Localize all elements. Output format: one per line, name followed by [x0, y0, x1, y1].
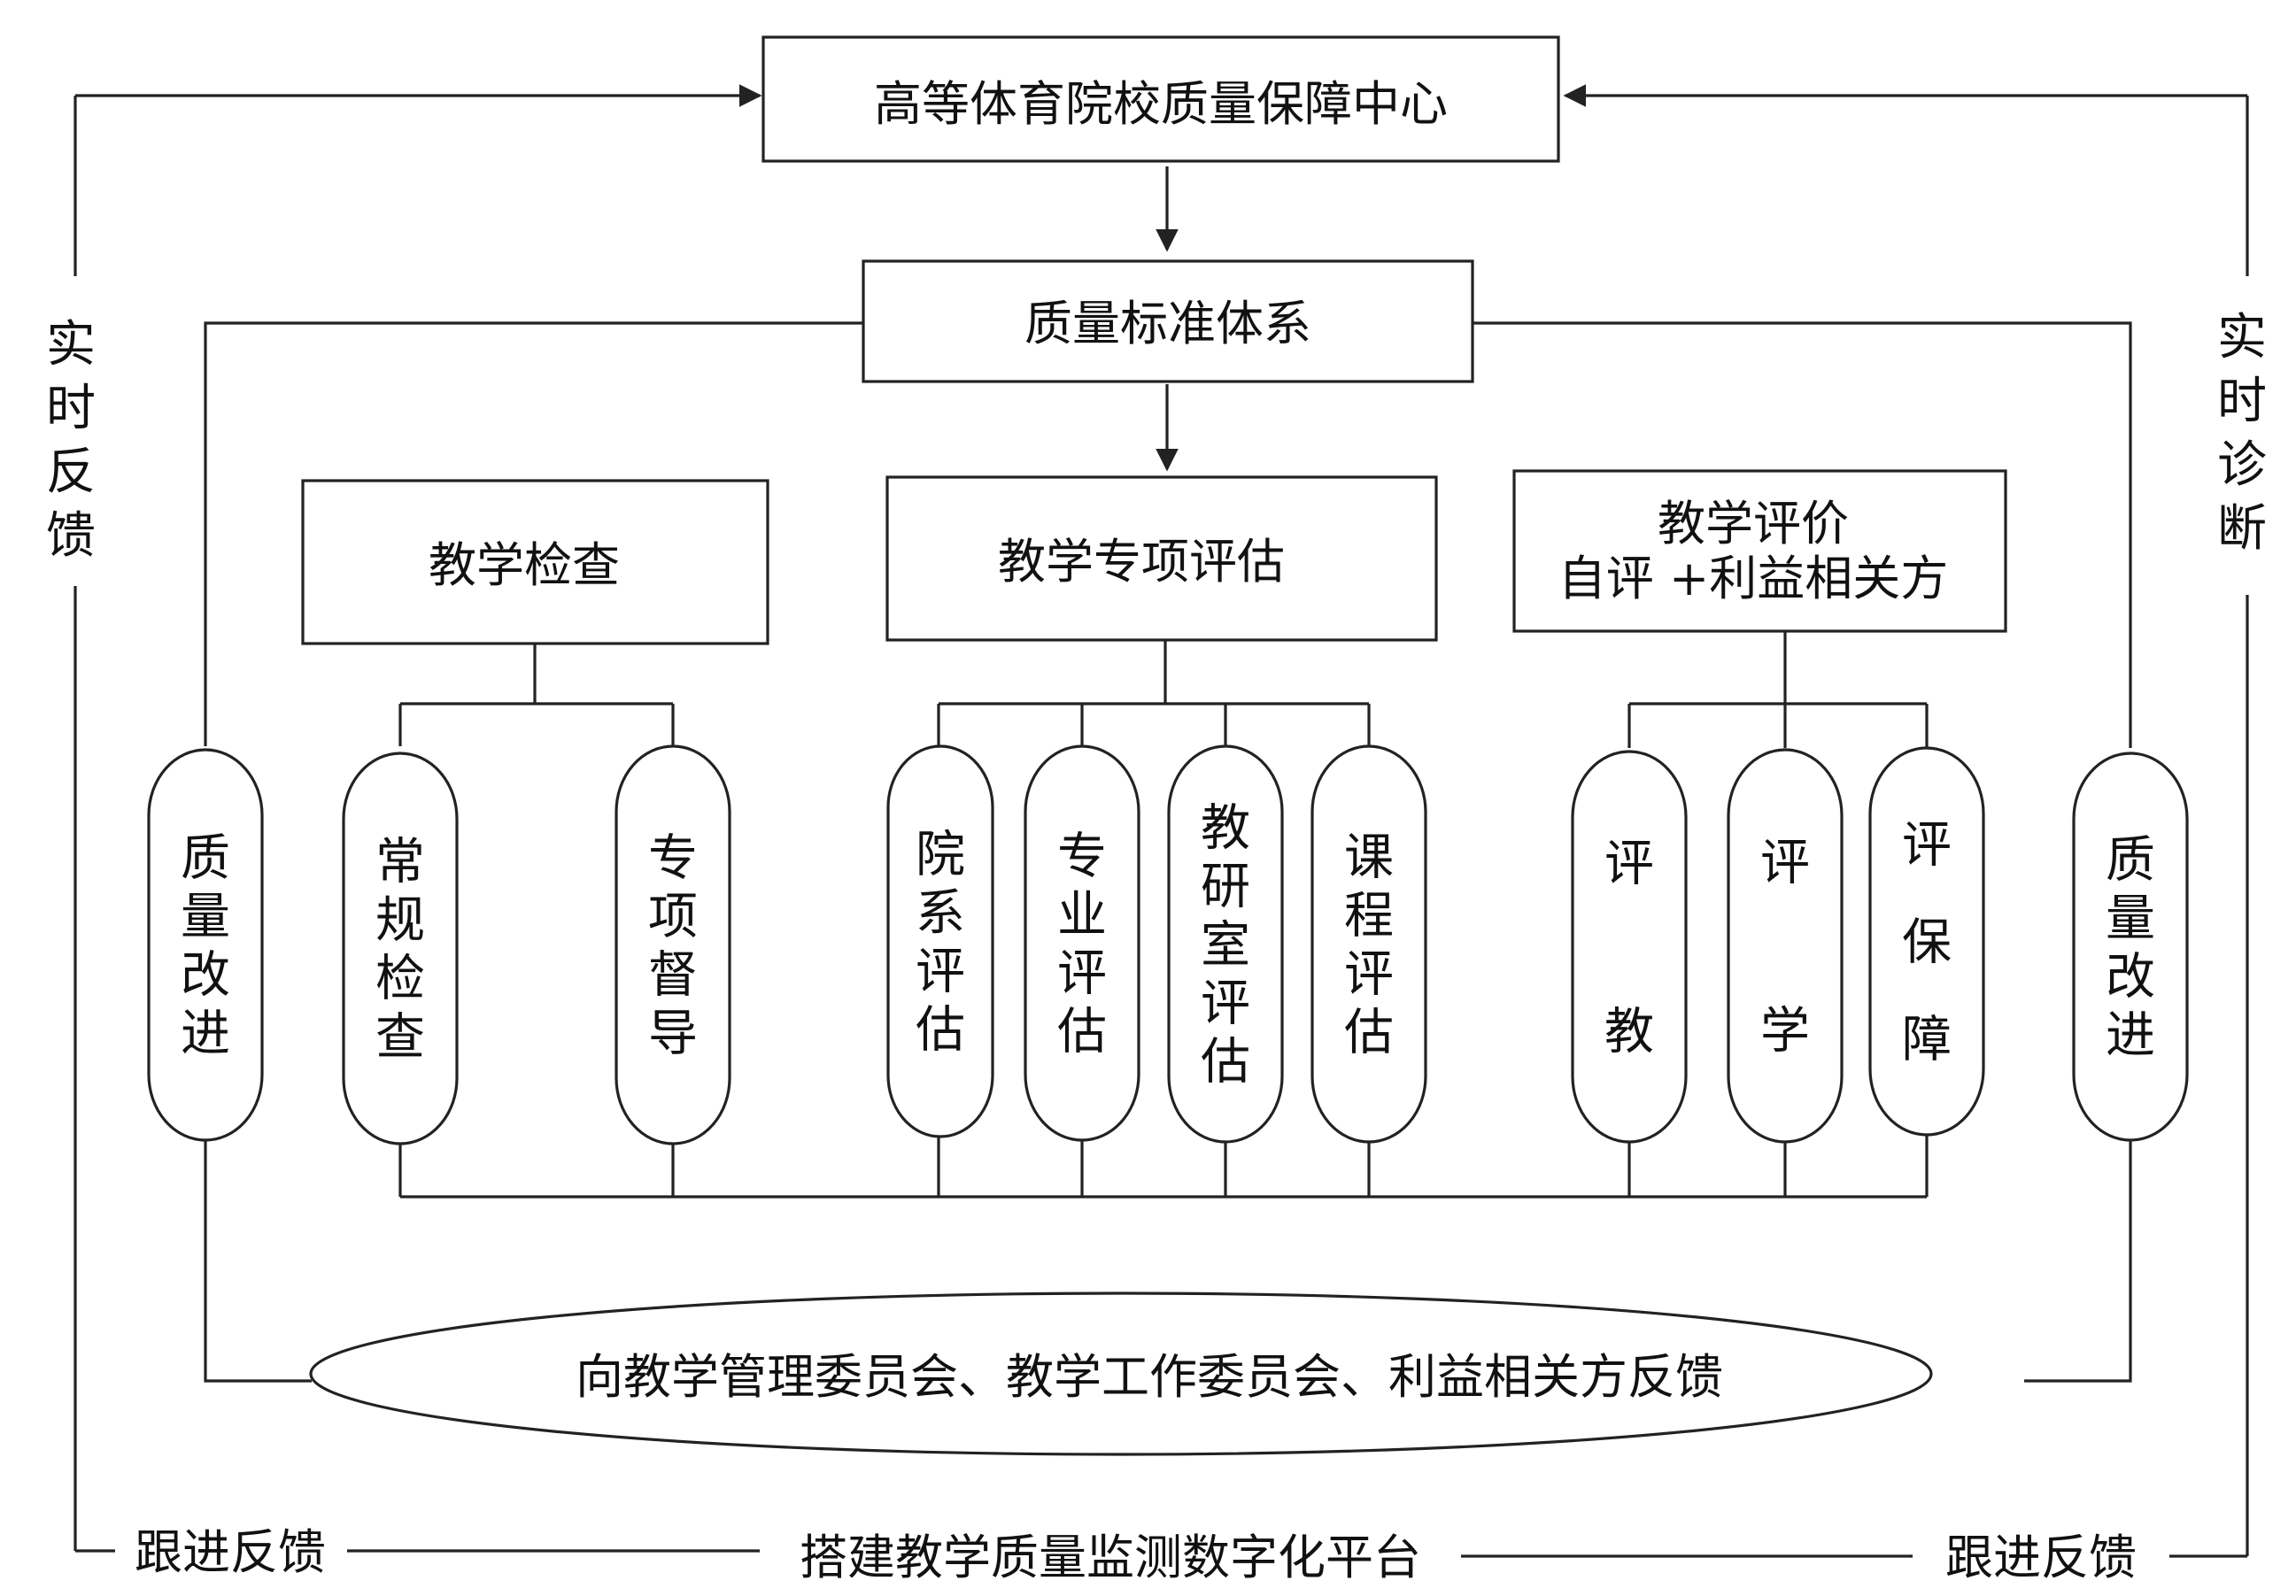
bottom-right-label: 跟进反馈	[1945, 1530, 2137, 1585]
course-eval-pill: 课程评估	[1310, 744, 1427, 1144]
bottom-center-label: 搭建教学质量监测数字化平台	[800, 1530, 1421, 1585]
special-eval-box-label: 教学专项评估	[998, 534, 1285, 590]
side-right-text: 实时诊断	[2217, 309, 2267, 558]
teaching-eval-box	[1512, 469, 2007, 633]
routine-inspection-pill: 常规检查	[342, 752, 459, 1145]
evaluate-learning-pill: 评学	[1727, 748, 1844, 1144]
major-eval-label: 专业评估	[1057, 829, 1107, 1061]
side-left-text: 实时反馈	[46, 316, 96, 565]
evaluate-support-pill: 评保障	[1868, 746, 1985, 1137]
center-box	[761, 35, 1560, 163]
bottom-left-label: 跟进反馈	[135, 1524, 326, 1580]
feedback-oval-shape	[309, 1291, 1933, 1456]
evaluate-support-label: 评保障	[1902, 817, 1952, 1069]
routine-inspection-pill-shape	[342, 752, 459, 1145]
department-eval-label: 院系评估	[916, 827, 965, 1060]
standard-box-label: 质量标准体系	[1024, 296, 1311, 351]
inspection-box-label: 教学检查	[429, 537, 620, 593]
quality-improve-left-label: 质量改进	[181, 830, 230, 1063]
center-box-label: 高等体育院校质量保障中心	[874, 76, 1448, 132]
routine-inspection-label: 常规检查	[375, 834, 425, 1067]
evaluate-teaching-pill-shape	[1571, 750, 1688, 1144]
evaluate-teaching-pill: 评教	[1571, 750, 1688, 1144]
teaching-eval-title: 教学评价	[1658, 496, 1849, 551]
connector-lines	[73, 84, 2249, 1558]
department-eval-pill: 院系评估	[886, 744, 994, 1138]
teaching-eval-subtitle: 自评 +利益相关方	[1558, 551, 1948, 606]
department-eval-pill-shape	[886, 744, 994, 1138]
feedback-oval-label: 向教学管理委员会、教学工作委员会、利益相关方反馈	[576, 1349, 1723, 1405]
major-eval-pill: 专业评估	[1024, 744, 1140, 1142]
course-eval-label: 课程评估	[1344, 829, 1394, 1062]
evaluate-support-pill-shape	[1868, 746, 1985, 1137]
quality-improve-right-pill-shape	[2072, 752, 2189, 1142]
inspection-box	[301, 479, 769, 645]
side-label-right: 实时诊断	[2217, 309, 2267, 558]
special-supervision-label: 专项督导	[648, 830, 698, 1063]
standard-box	[862, 259, 1474, 383]
evaluate-learning-label: 评学	[1760, 835, 1810, 1060]
teaching-office-eval-pill: 教研室评估	[1167, 744, 1284, 1144]
quality-improve-right-pill: 质量改进	[2072, 752, 2189, 1142]
course-eval-pill-shape	[1310, 744, 1427, 1144]
major-eval-pill-shape	[1024, 744, 1140, 1142]
quality-improve-left-pill-shape	[147, 748, 264, 1142]
evaluate-learning-pill-shape	[1727, 748, 1844, 1144]
quality-improve-left-pill: 质量改进	[147, 748, 264, 1142]
side-label-left: 实时反馈	[46, 316, 96, 565]
evaluate-teaching-label: 评教	[1604, 836, 1654, 1061]
teaching-office-eval-label: 教研室评估	[1201, 800, 1250, 1091]
quality-improve-right-label: 质量改进	[2106, 832, 2155, 1065]
special-eval-box	[885, 475, 1438, 642]
teaching-office-eval-pill-shape	[1167, 744, 1284, 1144]
special-supervision-pill: 专项督导	[615, 744, 731, 1145]
special-supervision-pill-shape	[615, 744, 731, 1145]
